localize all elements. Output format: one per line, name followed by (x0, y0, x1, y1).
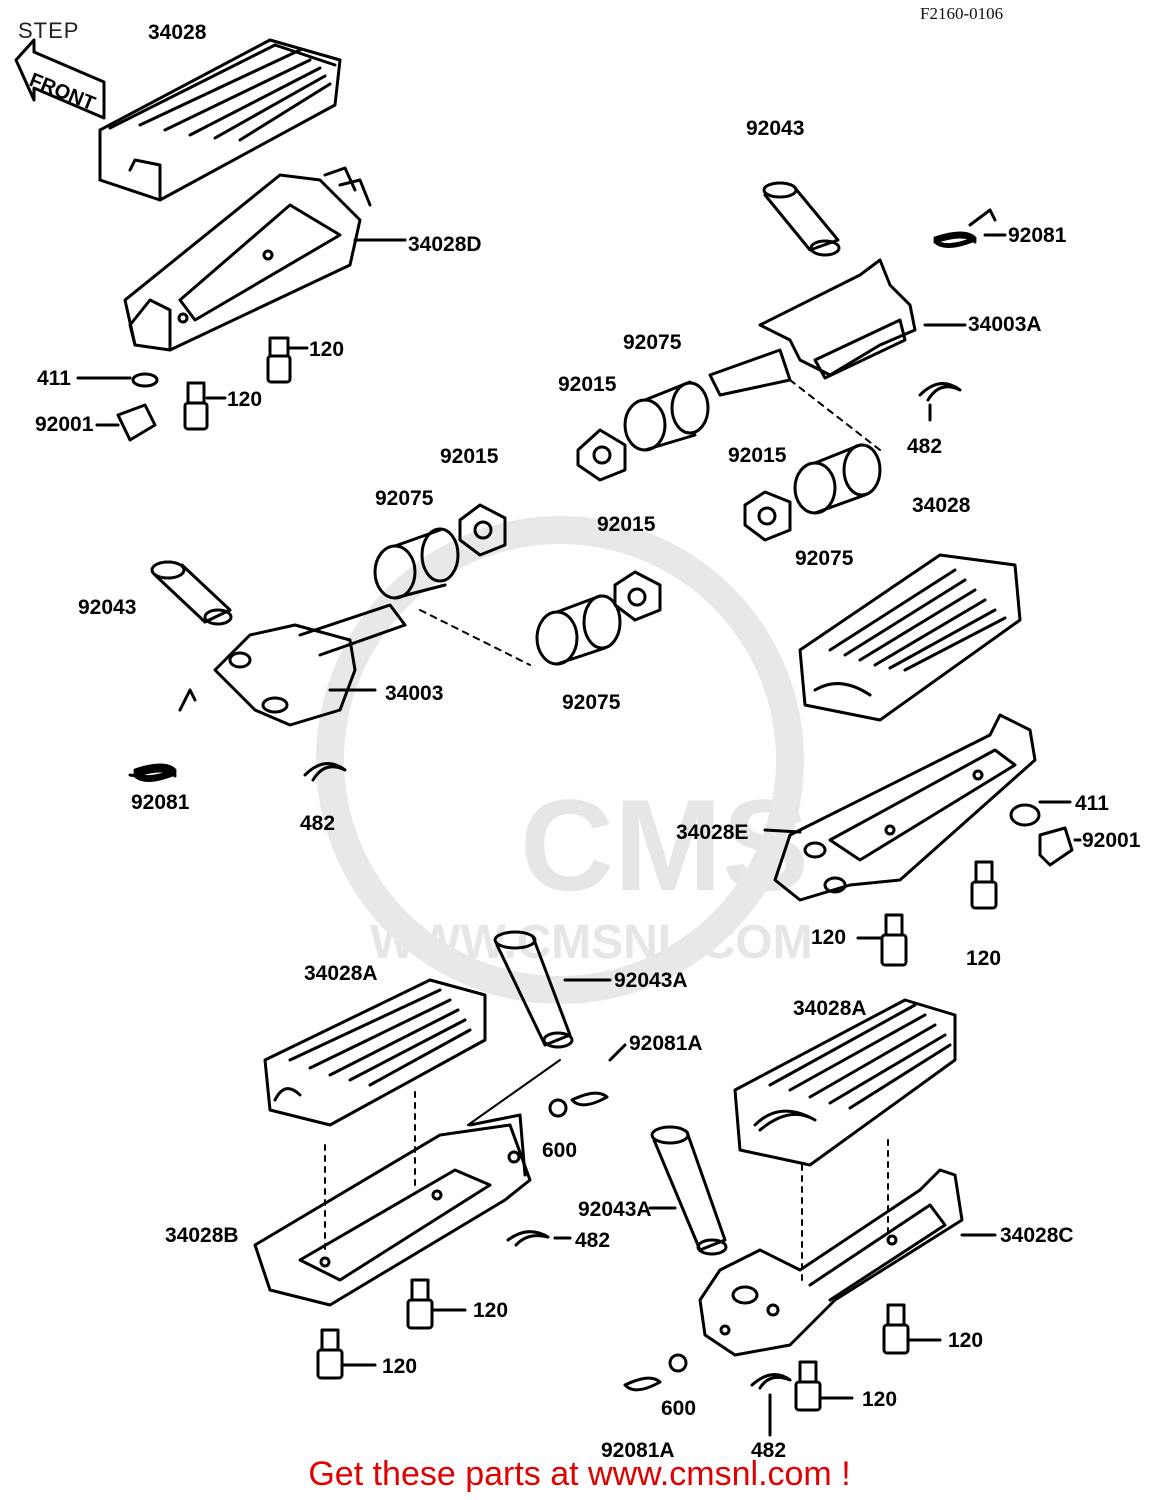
clip-482-top (918, 382, 962, 422)
part-label: 92015 (440, 445, 499, 468)
nut-92015-mid (458, 503, 507, 557)
part-label: 120 (382, 1355, 418, 1378)
bolt-120-d (856, 913, 908, 967)
part-label: 120 (966, 947, 1002, 970)
rubber-pad-right (798, 553, 1022, 722)
collar-92075-top (623, 380, 710, 452)
washer-411-right (1009, 800, 1072, 827)
footpeg-bracket-34028B (253, 1059, 561, 1307)
bracket-34003 (213, 603, 531, 727)
nut-92015-right (743, 490, 792, 542)
part-label: 92075 (623, 331, 682, 354)
spring-92081-mid (128, 688, 197, 782)
rubber-pad-lower-left (263, 978, 487, 1127)
part-label: 120 (473, 1299, 509, 1322)
part-label: 92015 (597, 513, 656, 536)
part-label: 482 (575, 1229, 611, 1252)
part-label: 482 (751, 1439, 787, 1462)
nut-92015-top (576, 428, 627, 482)
part-label: 92043A (578, 1198, 652, 1221)
part-label: 92075 (375, 487, 434, 510)
front-arrow-icon (14, 38, 106, 120)
part-label: 92081A (601, 1439, 675, 1462)
footpeg-bracket-34028D (123, 166, 407, 352)
part-label: 34028B (165, 1224, 239, 1247)
part-label: 411 (37, 367, 71, 390)
ball-600-center (548, 1098, 568, 1118)
pin-92043-mid (150, 560, 233, 626)
part-label: 120 (862, 1388, 898, 1411)
part-label: 92015 (558, 373, 617, 396)
part-label: 482 (907, 435, 943, 458)
footer-link[interactable]: Get these parts at www.cmsnl.com ! (308, 1455, 851, 1493)
part-label: 34028D (408, 233, 482, 256)
part-label: 34028 (912, 494, 971, 517)
part-label: 34003A (968, 313, 1042, 336)
footpeg-bracket-34028C (698, 1139, 997, 1357)
part-label: 92043 (746, 117, 805, 140)
part-label: 120 (227, 388, 263, 411)
part-label: 34028C (1000, 1224, 1074, 1247)
part-label: 34028A (793, 997, 867, 1020)
part-label: 411 (1075, 792, 1109, 815)
bolt-120-c (970, 860, 998, 910)
part-label: 600 (661, 1397, 697, 1420)
diagram-code: F2160-0106 (920, 4, 1004, 23)
collar-92075-mid2 (535, 594, 622, 666)
part-label: 34028E (676, 821, 749, 844)
spring-92081A-center (570, 1043, 627, 1107)
part-label: 92081A (629, 1032, 703, 1055)
bolt-120-f (316, 1328, 377, 1380)
part-label: 34028 (148, 21, 207, 44)
part-label: 92081 (131, 791, 190, 814)
part-label: 92043 (78, 596, 137, 619)
nut-92001-left (95, 403, 157, 442)
pin-92043A-right (648, 1125, 728, 1256)
page-title: STEP (18, 18, 80, 43)
part-label: 92015 (728, 444, 787, 467)
bolt-120-e (406, 1278, 467, 1330)
part-label: 600 (542, 1139, 578, 1162)
watermark-ring (316, 516, 804, 1004)
pin-92043A-center (493, 930, 612, 1049)
part-label: 92001 (1082, 829, 1141, 852)
part-label: 120 (309, 338, 345, 361)
clip-482-right (750, 1373, 792, 1437)
part-label: 92081 (1008, 224, 1067, 247)
part-label: 34003 (385, 682, 444, 705)
part-label: 92075 (562, 691, 621, 714)
part-label: 92043A (614, 969, 688, 992)
ball-600-right (668, 1353, 688, 1373)
nut-92001-right (1038, 826, 1082, 867)
bolt-120-h (794, 1360, 854, 1412)
washer-411-left (76, 372, 159, 388)
part-label: 34028A (304, 962, 378, 985)
part-label: 92075 (795, 547, 854, 570)
footpeg-bracket-34028E (763, 713, 1037, 902)
part-label: 92001 (35, 413, 94, 436)
bracket-34003A (708, 258, 967, 451)
part-label: 482 (300, 812, 336, 835)
rubber-pad-lower-right (733, 998, 957, 1167)
part-label: 120 (811, 926, 847, 949)
collar-92075-mid (373, 527, 460, 600)
bolt-120-a (266, 336, 309, 384)
part-label: 120 (948, 1329, 984, 1352)
clip-482-mid (303, 762, 347, 782)
bolt-120-b (183, 381, 227, 431)
spring-92081-top (933, 208, 1007, 248)
clip-482-center (506, 1230, 572, 1247)
spring-92081A-right (623, 1376, 662, 1392)
rubber-pad-top-left (98, 38, 342, 202)
bolt-120-g (882, 1303, 942, 1355)
nut-92015-mid2 (613, 570, 662, 622)
collar-92075-right (793, 443, 882, 515)
pin-92043-top (762, 181, 841, 257)
